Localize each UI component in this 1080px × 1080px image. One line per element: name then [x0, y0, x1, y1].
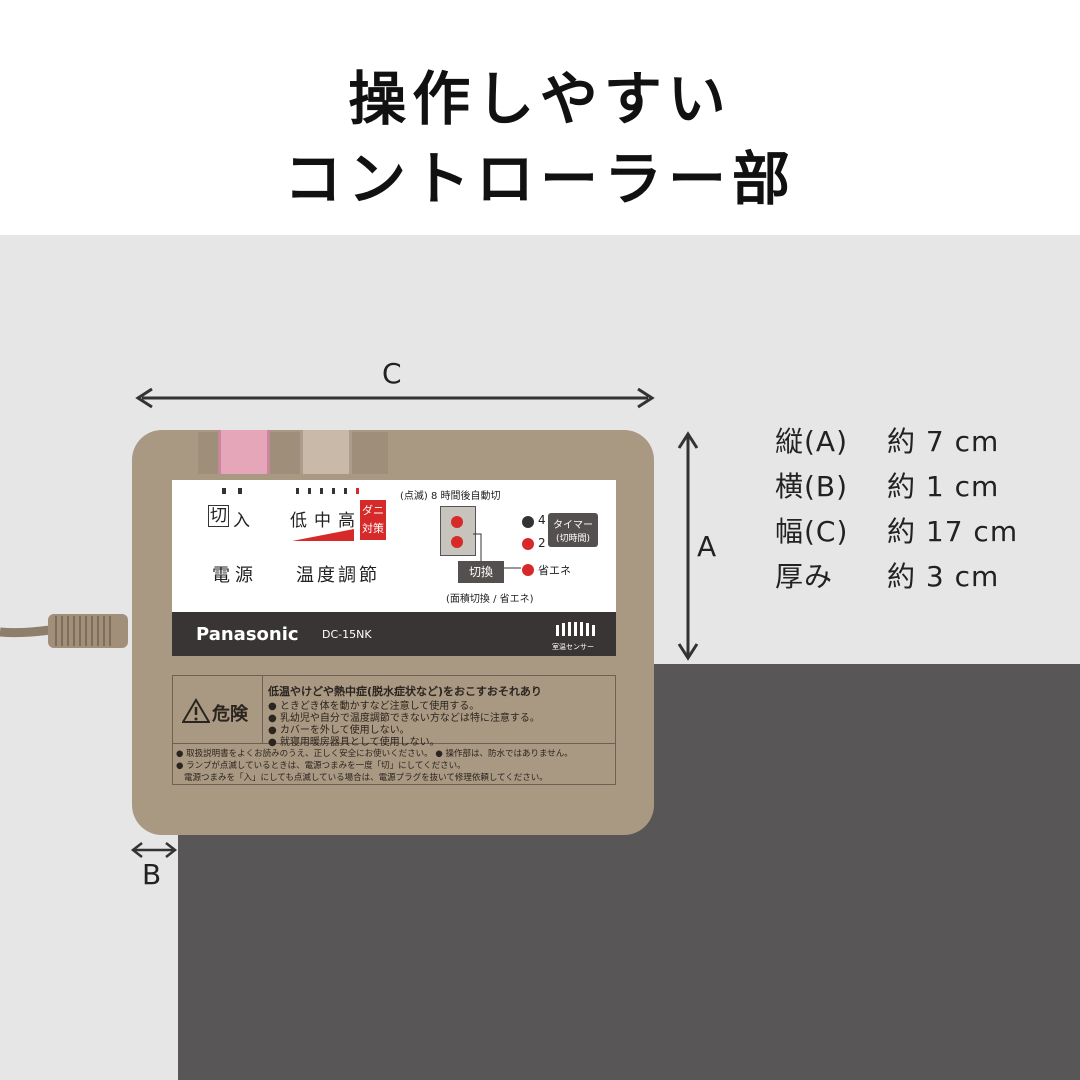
power-on-label: 入	[233, 511, 250, 531]
warning-triangle-icon	[182, 698, 210, 723]
sensor-grille	[556, 622, 596, 636]
temperature-label: 温度調節	[296, 565, 380, 586]
power-tick	[238, 488, 242, 494]
power-cord	[0, 614, 128, 648]
timer-2h-label: 2	[538, 536, 546, 550]
power-tick	[222, 488, 226, 494]
dimension-c-label: C	[382, 357, 402, 390]
mite-badge: ダニ 対策	[360, 500, 386, 540]
spec-row-b: 横(B) 約 1 cm	[775, 465, 999, 505]
spec-value: 約 17 cm	[887, 515, 1019, 548]
spec-label: 横(B)	[775, 470, 849, 503]
temp-high-label: 高	[338, 511, 355, 531]
warning-line: 低温やけどや熱中症(脱水症状など)をおこすおそれあり	[268, 685, 542, 698]
warning-line: ● 乳幼児や自分で温度調節できない方などは特に注意する。	[268, 713, 540, 724]
timer-button[interactable]: タイマー (切時間)	[548, 513, 598, 547]
timer-4h-label: 4	[538, 513, 546, 527]
eco-led	[522, 564, 534, 576]
spec-value: 約 3 cm	[887, 560, 1000, 593]
note-line: 電源つまみを「入」にしても点滅している場合は、電源プラグを抜いて修理依頼してくだ…	[184, 773, 548, 783]
warning-divider	[262, 675, 263, 743]
spec-row-a: 縦(A) 約 7 cm	[775, 420, 999, 460]
dimension-b-label: B	[142, 858, 162, 891]
spec-row-c: 幅(C) 約 17 cm	[775, 510, 1018, 550]
warning-line: ● ときどき体を動かすなど注意して使用する。	[268, 701, 480, 712]
temp-low-label: 低	[290, 511, 307, 531]
temperature-wedge	[292, 529, 354, 541]
brand-logo: Panasonic	[196, 624, 299, 645]
switch-led-top	[451, 516, 463, 528]
auto-off-note: (点滅) 8 時間後自動切	[400, 491, 501, 502]
header	[0, 0, 1080, 235]
temperature-ticks	[296, 488, 360, 494]
sensor-label: 室温センサー	[552, 643, 594, 651]
page-title-line2: コントローラー部	[283, 145, 796, 213]
dimension-a-arrow	[677, 431, 699, 661]
note-line: ● 取扱説明書をよくお読みのうえ、正しく安全にお使いください。 ● 操作部は、防…	[176, 749, 573, 759]
temperature-knob[interactable]	[300, 430, 352, 474]
model-number: DC-15NK	[322, 628, 372, 641]
spec-value: 約 7 cm	[887, 425, 1000, 458]
dimension-b-arrow	[130, 842, 178, 858]
spec-row-thickness: 厚み 約 3 cm	[775, 555, 999, 595]
power-knob[interactable]	[218, 430, 270, 474]
warning-line: ● 就寝用暖房器具として使用しない。	[268, 737, 440, 748]
page-title-line1: 操作しやすい	[348, 65, 732, 133]
note-line: ● ランプが点滅しているときは、電源つまみを一度「切」にしてください。	[176, 761, 466, 771]
spec-label: 縦(A)	[775, 425, 849, 458]
spec-value: 約 1 cm	[887, 470, 1000, 503]
temp-mid-label: 中	[314, 511, 331, 531]
power-off-label: 切	[208, 505, 229, 527]
switch-led-bottom	[451, 536, 463, 548]
timer-2h-led	[522, 538, 534, 550]
dimension-a-label: A	[697, 530, 717, 563]
danger-label: 危険	[212, 704, 248, 725]
brand-bar	[172, 612, 616, 656]
spec-label: 幅(C)	[775, 515, 849, 548]
switch-caption: (面積切換 / 省エネ)	[446, 594, 534, 605]
timer-4h-led	[522, 516, 534, 528]
eco-label: 省エネ	[538, 564, 571, 577]
warning-separator	[172, 743, 616, 744]
warning-box	[172, 675, 616, 785]
power-label: 電源	[212, 565, 258, 586]
warning-line: ● カバーを外して使用しない。	[268, 725, 410, 736]
spec-label: 厚み	[775, 560, 834, 593]
switch-indicator	[440, 506, 476, 556]
dimension-c-arrow	[135, 387, 655, 409]
switch-button[interactable]: 切換	[458, 561, 504, 583]
